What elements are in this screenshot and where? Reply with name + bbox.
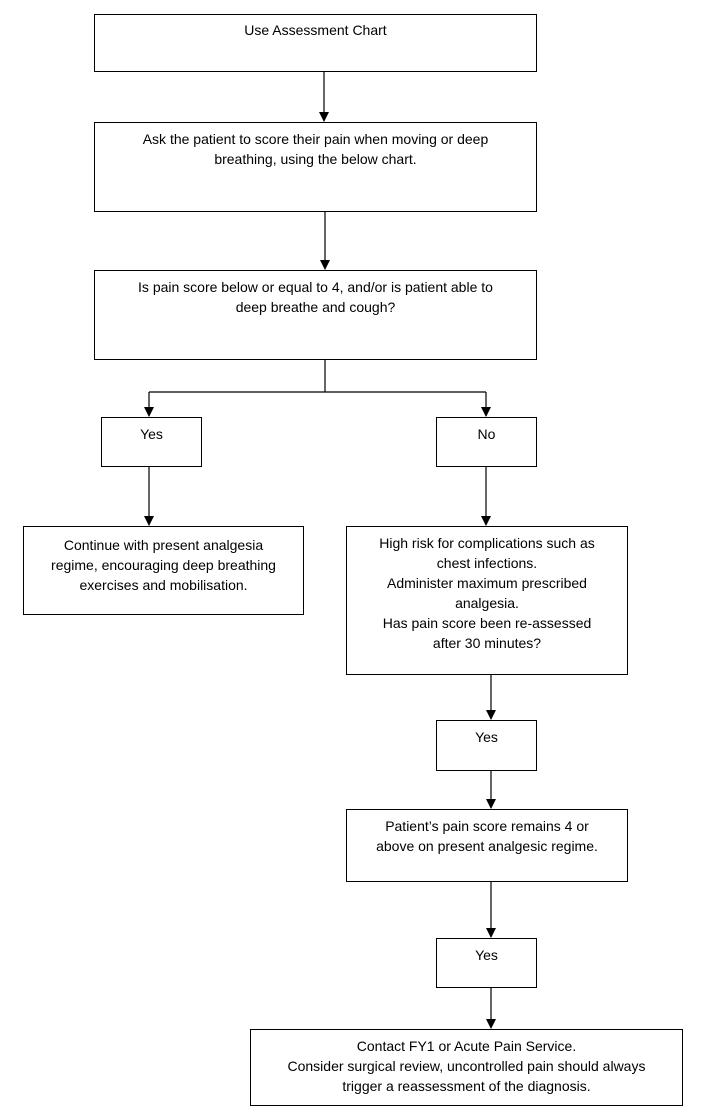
node-text-line: Ask the patient to score their pain when… <box>142 131 489 147</box>
node-contact-fy1: Contact FY1 or Acute Pain Service. Consi… <box>250 1029 683 1106</box>
node-use-assessment-chart: Use Assessment Chart <box>94 14 537 72</box>
node-text-line: Continue with present analgesia <box>63 537 264 553</box>
node-text: No <box>477 426 496 442</box>
node-text-line: High risk for complications such as <box>379 535 595 551</box>
node-text: Use Assessment Chart <box>244 22 387 38</box>
node-high-risk-complications: High risk for complications such as ches… <box>346 526 628 675</box>
node-text-line: Administer maximum prescribed <box>387 575 587 591</box>
node-text-line: above on present analgesic regime. <box>376 838 598 854</box>
node-text-line: exercises and mobilisation. <box>79 577 248 593</box>
node-text-line: trigger a reassessment of the diagnosis. <box>342 1078 591 1094</box>
node-text-line: Is pain score below or equal to 4, and/o… <box>138 279 493 295</box>
node-text-line: regime, encouraging deep breathing <box>51 557 276 573</box>
node-text: Yes <box>140 426 163 442</box>
node-text-line: breathing, using the below chart. <box>214 151 417 167</box>
node-text-line: chest infections. <box>436 555 538 571</box>
node-text-line: after 30 minutes? <box>432 635 542 651</box>
node-pain-score-question: Is pain score below or equal to 4, and/o… <box>94 270 537 360</box>
node-remains-yes: Yes <box>436 938 537 988</box>
node-reassessed-yes: Yes <box>436 720 537 771</box>
node-pain-score-remains: Patient’s pain score remains 4 or above … <box>346 809 628 882</box>
node-text: Yes <box>475 729 498 745</box>
node-yes-branch: Yes <box>101 417 202 467</box>
node-no-branch: No <box>436 417 537 467</box>
node-continue-analgesia: Continue with present analgesia regime, … <box>23 526 304 615</box>
node-text-line: Contact FY1 or Acute Pain Service. <box>356 1038 577 1054</box>
node-text-line: Has pain score been re-assessed <box>382 615 592 631</box>
node-text-line: Patient’s pain score remains 4 or <box>385 818 589 834</box>
node-text-line: Consider surgical review, uncontrolled p… <box>287 1058 646 1074</box>
node-text-line: analgesia. <box>455 595 519 611</box>
node-text-line: deep breathe and cough? <box>235 299 396 315</box>
node-text: Yes <box>475 947 498 963</box>
node-ask-patient-score: Ask the patient to score their pain when… <box>94 122 537 212</box>
